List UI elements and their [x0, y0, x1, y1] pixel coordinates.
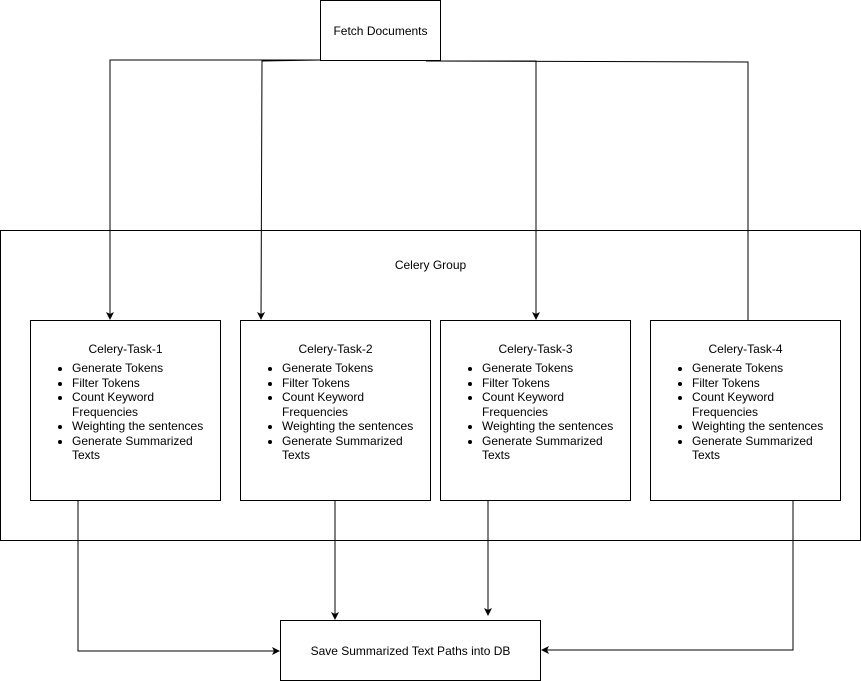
task-step: Count Keyword Frequencies	[282, 390, 432, 419]
celery-task-2-node: Celery-Task-2 Generate Tokens Filter Tok…	[240, 320, 431, 501]
task-step: Count Keyword Frequencies	[72, 390, 222, 419]
task-step: Filter Tokens	[482, 376, 632, 391]
task-title: Celery-Task-2	[298, 342, 373, 356]
task-step: Weighting the sentences	[692, 419, 842, 434]
task-step: Generate Tokens	[692, 361, 842, 376]
task-step: Filter Tokens	[72, 376, 222, 391]
task-title: Celery-Task-3	[498, 342, 573, 356]
save-to-db-node: Save Summarized Text Paths into DB	[280, 620, 541, 681]
task-step: Generate Tokens	[72, 361, 222, 376]
task-title: Celery-Task-4	[708, 342, 783, 356]
task-step: Count Keyword Frequencies	[692, 390, 842, 419]
task-steps-list: Generate Tokens Filter Tokens Count Keyw…	[441, 361, 632, 463]
task-step: Weighting the sentences	[72, 419, 222, 434]
celery-task-3-node: Celery-Task-3 Generate Tokens Filter Tok…	[440, 320, 631, 501]
task-step: Generate Summarized Texts	[692, 434, 842, 463]
task-steps-list: Generate Tokens Filter Tokens Count Keyw…	[241, 361, 432, 463]
task-step: Filter Tokens	[692, 376, 842, 391]
task-step: Generate Tokens	[482, 361, 632, 376]
task-step: Generate Tokens	[282, 361, 432, 376]
celery-task-1-node: Celery-Task-1 Generate Tokens Filter Tok…	[30, 320, 221, 501]
fetch-documents-node: Fetch Documents	[320, 0, 441, 61]
fetch-documents-label: Fetch Documents	[333, 23, 428, 38]
task-step: Generate Summarized Texts	[482, 434, 632, 463]
task-step: Weighting the sentences	[482, 419, 632, 434]
celery-group-label: Celery Group	[394, 258, 467, 272]
task-steps-list: Generate Tokens Filter Tokens Count Keyw…	[651, 361, 842, 463]
task-step: Weighting the sentences	[282, 419, 432, 434]
save-to-db-label: Save Summarized Text Paths into DB	[310, 643, 511, 658]
task-steps-list: Generate Tokens Filter Tokens Count Keyw…	[31, 361, 222, 463]
celery-task-4-node: Celery-Task-4 Generate Tokens Filter Tok…	[650, 320, 841, 501]
task-title: Celery-Task-1	[88, 342, 163, 356]
task-step: Generate Summarized Texts	[282, 434, 432, 463]
task-step: Count Keyword Frequencies	[482, 390, 632, 419]
task-step: Generate Summarized Texts	[72, 434, 222, 463]
task-step: Filter Tokens	[282, 376, 432, 391]
